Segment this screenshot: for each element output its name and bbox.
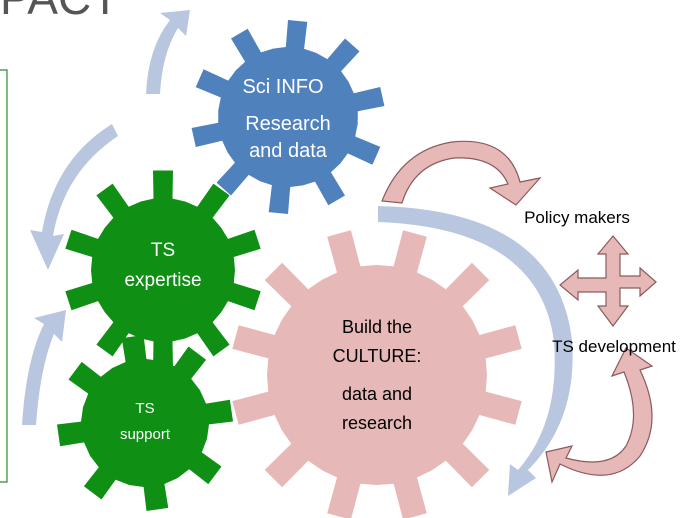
ts-support-line2: support <box>120 426 171 443</box>
ts-support-line1: TS <box>135 400 154 417</box>
bidirectional-cross-arrow <box>559 235 657 327</box>
culture-line4: research <box>342 413 412 433</box>
ts-support-gear-shape <box>57 335 233 511</box>
sci-info-gear-shape <box>191 20 385 214</box>
culture-text: Build the CULTURE: data and research <box>333 317 422 433</box>
arrow-up-to-sci-info <box>146 10 190 94</box>
pink-arrows <box>381 140 654 484</box>
arrow-up-to-expertise <box>22 310 66 425</box>
sci-info-title: Sci INFO <box>242 76 323 98</box>
ts-expertise-gear-shape <box>65 170 261 370</box>
culture-line2: CULTURE: <box>333 346 422 366</box>
sci-info-text: Sci INFO Research and data <box>242 76 330 162</box>
arrow-down-left <box>30 124 118 270</box>
ts-development-label: TS development <box>552 337 676 356</box>
ts-expertise-line2: expertise <box>124 270 201 291</box>
ts-expertise-line1: TS <box>151 240 175 261</box>
arrow-culture-to-policy <box>381 140 542 206</box>
ts-expertise-gear <box>65 170 261 370</box>
arrow-tsdev-to-culture <box>545 347 654 484</box>
sci-info-line2: Research <box>245 113 331 135</box>
cycle-arrows <box>22 10 573 496</box>
ts-support-text: TS support <box>120 400 171 443</box>
ts-expertise-text: TS expertise <box>124 240 201 291</box>
slide-title-fragment: PACT <box>0 0 119 24</box>
sci-info-line3: and data <box>249 140 328 162</box>
content-frame <box>0 69 8 483</box>
culture-line1: Build the <box>342 317 412 337</box>
sci-info-gear <box>191 20 385 214</box>
culture-gear <box>232 230 522 518</box>
policy-makers-label: Policy makers <box>524 208 630 227</box>
ts-support-gear <box>57 335 233 511</box>
culture-line3: data and <box>342 384 412 404</box>
culture-gear-shape <box>232 230 522 518</box>
